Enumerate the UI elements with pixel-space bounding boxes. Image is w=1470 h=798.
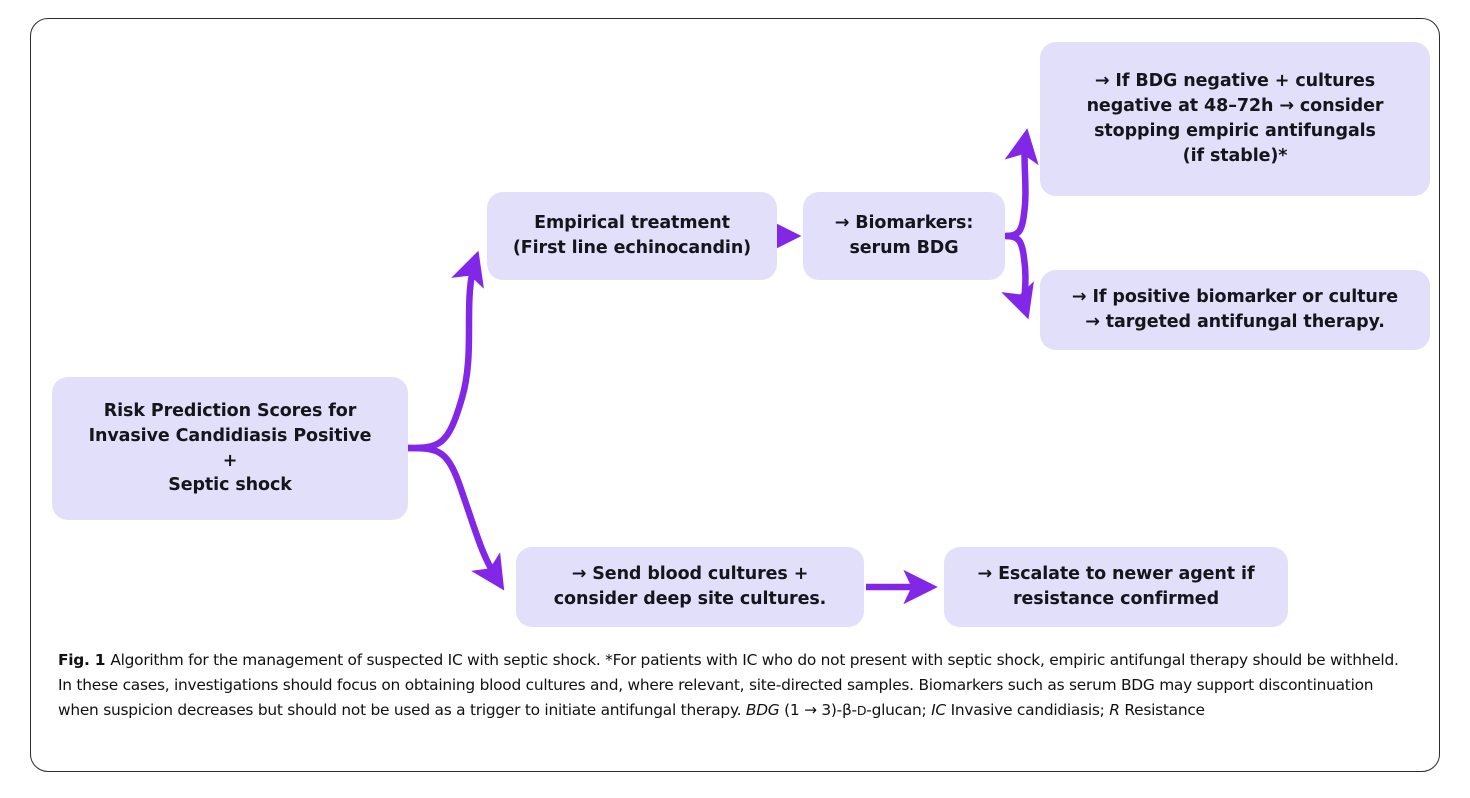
figure-label: Fig. 1 bbox=[58, 651, 111, 669]
arrow-risk-to-send-cultures bbox=[404, 444, 505, 591]
node-risk-label: Risk Prediction Scores for Invasive Cand… bbox=[88, 400, 372, 496]
node-bdg-negative-stop-antifungals[interactable]: → If BDG negative + cultures negative at… bbox=[1040, 42, 1430, 196]
node-bdg-negative-label: → If BDG negative + cultures negative at… bbox=[1086, 71, 1384, 166]
arrow-risk-to-empirical bbox=[404, 250, 484, 452]
caption-body: Algorithm for the management of suspecte… bbox=[58, 651, 1399, 719]
node-empirical-treatment[interactable]: Empirical treatment (First line echinoca… bbox=[487, 192, 777, 280]
abbr-bdg-def-pre: (1 → 3)-β- bbox=[779, 700, 857, 719]
node-biomarkers-serum-bdg[interactable]: → Biomarkers: serum BDG bbox=[803, 192, 1005, 280]
abbr-bdg-def-post: -glucan; bbox=[866, 700, 932, 719]
node-send-cultures-label: → Send blood cultures + consider deep si… bbox=[553, 564, 827, 609]
abbr-ic: IC bbox=[931, 700, 946, 719]
abbr-bdg-def-smallcap: D bbox=[856, 702, 867, 718]
node-escalate-label: → Escalate to newer agent if resistance … bbox=[977, 564, 1255, 609]
arrow-biomarker-to-bdg-negative bbox=[1002, 128, 1039, 240]
node-positive-biomarker-targeted-therapy[interactable]: → If positive biomarker or culture → tar… bbox=[1040, 270, 1430, 350]
node-positive-label: → If positive biomarker or culture → tar… bbox=[1071, 287, 1399, 332]
figure-caption: Fig. 1 Algorithm for the management of s… bbox=[58, 648, 1414, 723]
node-escalate-newer-agent[interactable]: → Escalate to newer agent if resistance … bbox=[944, 547, 1288, 627]
node-send-blood-cultures[interactable]: → Send blood cultures + consider deep si… bbox=[516, 547, 864, 627]
flowchart-diagram: Risk Prediction Scores for Invasive Cand… bbox=[52, 42, 1430, 627]
node-biomarker-label: → Biomarkers: serum BDG bbox=[834, 213, 974, 258]
node-risk-prediction-scores[interactable]: Risk Prediction Scores for Invasive Cand… bbox=[52, 377, 408, 520]
abbr-r: R bbox=[1109, 700, 1120, 719]
abbr-r-def: Resistance bbox=[1119, 700, 1205, 719]
abbr-ic-def: Invasive candidiasis; bbox=[945, 700, 1110, 719]
node-empirical-label: Empirical treatment (First line echinoca… bbox=[512, 213, 752, 258]
arrow-biomarker-to-positive bbox=[1001, 232, 1034, 320]
abbr-bdg: BDG bbox=[745, 700, 780, 719]
